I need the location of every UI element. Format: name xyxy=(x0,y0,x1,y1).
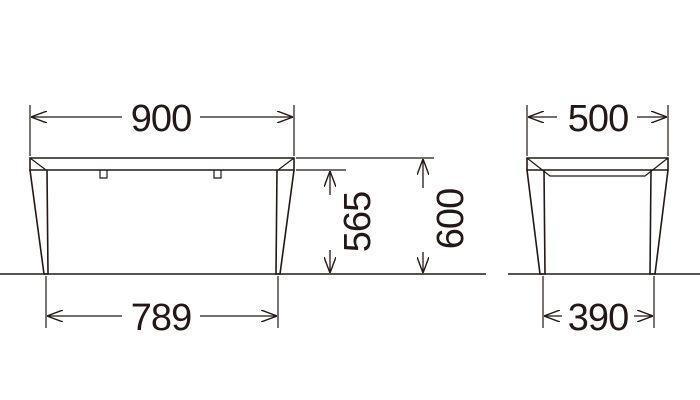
dim-overall-depth: 500 xyxy=(568,98,628,140)
front-leg-left xyxy=(29,169,49,275)
dim-inner-leg-span-front: 789 xyxy=(131,297,191,339)
front-table-top-chamfer xyxy=(29,157,295,171)
front-bracket-left xyxy=(99,170,108,179)
front-table-top xyxy=(29,157,295,171)
side-leg-left xyxy=(526,169,546,275)
dim-overall-height: 600 xyxy=(430,189,472,249)
front-bracket-right xyxy=(213,170,222,179)
side-view: 500 390 xyxy=(508,98,700,339)
side-leg-right xyxy=(649,169,669,275)
side-table-top-chamfer xyxy=(526,157,669,177)
dim-inner-leg-span-side: 390 xyxy=(568,297,628,339)
front-leg-right xyxy=(275,169,295,275)
side-table-top xyxy=(526,157,669,171)
dim-overall-width: 900 xyxy=(131,98,191,140)
front-view: 900 789 565 600 xyxy=(0,98,486,339)
dim-under-top-height: 565 xyxy=(337,192,379,252)
